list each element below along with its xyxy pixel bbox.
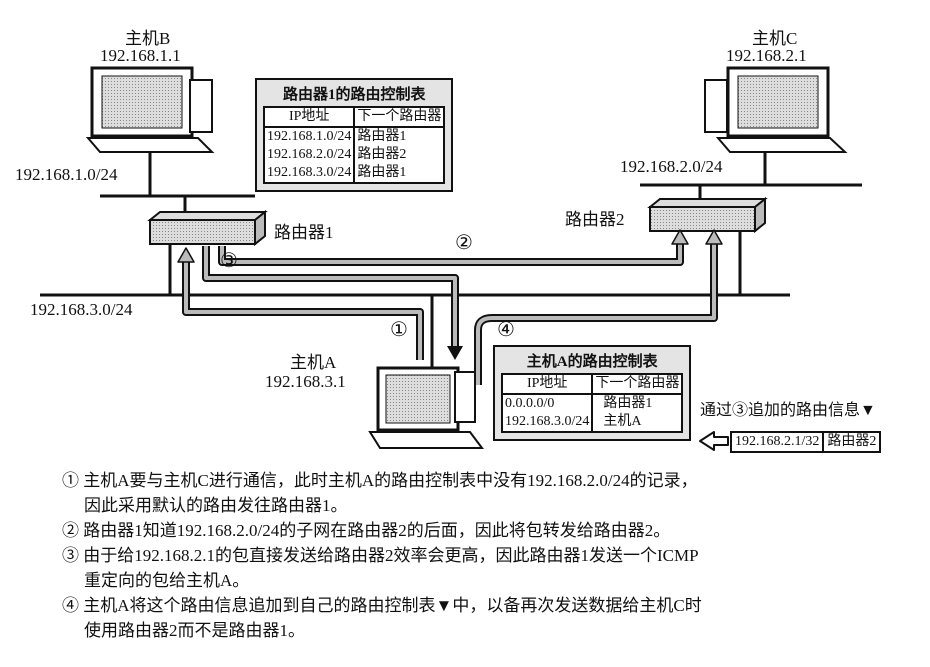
cell-ip: 192.168.3.0/24 [505, 414, 590, 429]
host-b-name: 主机B [125, 29, 171, 48]
added-route-label: 通过③追加的路由信息▼ [700, 402, 876, 419]
step-4-marker: ④ [497, 319, 515, 341]
table-title: 主机A的路由控制表 [526, 354, 658, 370]
step-1-marker: ① [390, 319, 408, 341]
note-line: 使用路由器2而不是路由器1。 [84, 621, 305, 640]
host-c-ip: 192.168.2.1 [726, 46, 807, 65]
path-step-2 [218, 229, 689, 266]
router1-label: 路由器1 [274, 223, 334, 242]
explanation-notes: ① 主机A要与主机C进行通信，此时主机A的路由控制表中没有192.168.2.0… [62, 470, 702, 645]
note-line: ① 主机A要与主机C进行通信，此时主机A的路由控制表中没有192.168.2.0… [62, 471, 698, 490]
cell-next: 路由器2 [353, 146, 445, 164]
cell-ip: 0.0.0.0/0 [505, 396, 555, 411]
host-c-name: 主机C [752, 29, 798, 48]
host-b-computer-icon [85, 66, 215, 153]
router1-icon [147, 209, 268, 247]
left-arrow-icon [699, 431, 729, 451]
added-route-next: 路由器2 [822, 433, 879, 451]
host-a-name: 主机A [290, 353, 337, 372]
column-header-next: 下一个路由器 [591, 374, 683, 395]
router2-icon [647, 196, 768, 234]
step-2-marker: ② [455, 232, 473, 254]
host-c-computer-icon [704, 66, 848, 153]
host-b-ip: 192.168.1.1 [100, 46, 181, 65]
table-title: 路由器1的路由控制表 [282, 87, 426, 103]
note-line: ② 路由器1知道192.168.2.0/24的子网在路由器2的后面，因此将包转发… [62, 521, 671, 540]
note-line: ③ 由于给192.168.2.1的包直接发送给路由器2效率会更高，因此路由器1发… [62, 546, 699, 565]
network-2-label: 192.168.2.0/24 [620, 157, 723, 176]
added-route-ip: 192.168.2.1/32 [735, 434, 820, 449]
network-lines [40, 150, 862, 370]
path-step-1 [177, 247, 424, 360]
step-3-marker: ③ [220, 250, 238, 272]
cell-next: 路由器1 [353, 127, 445, 146]
column-header-next: 下一个路由器 [353, 107, 445, 128]
cell-ip: 192.168.1.0/24 [267, 129, 352, 144]
network-3-label: 192.168.3.0/24 [30, 300, 133, 319]
cell-next: 主机A [591, 413, 683, 432]
note-2: ② 路由器1知道192.168.2.0/24的子网在路由器2的后面，因此将包转发… [62, 520, 702, 542]
column-header-ip: IP地址 [264, 107, 355, 128]
table-row: 0.0.0.0/0 路由器1 [502, 394, 683, 413]
column-header-ip: IP地址 [502, 374, 593, 395]
host-a-computer-icon [368, 366, 484, 449]
note-4: ④ 主机A将这个路由信息追加到自己的路由控制表▼中，以备再次发送数据给主机C时使… [62, 595, 702, 642]
note-3: ③ 由于给192.168.2.1的包直接发送给路由器2效率会更高，因此路由器1发… [62, 545, 702, 592]
cell-ip: 192.168.2.0/24 [267, 147, 352, 162]
network-1-label: 192.168.1.0/24 [15, 165, 118, 184]
note-line: 重定向的包给主机A。 [84, 571, 250, 590]
router2-label: 路由器2 [565, 210, 625, 229]
added-route-entry: 192.168.2.1/32 路由器2 [730, 431, 882, 453]
note-1: ① 主机A要与主机C进行通信，此时主机A的路由控制表中没有192.168.2.0… [62, 470, 702, 517]
cell-ip: 192.168.3.0/24 [267, 165, 352, 180]
cell-next: 路由器1 [353, 164, 445, 183]
path-step-3 [202, 246, 463, 360]
host-a-routing-table: 主机A的路由控制表 IP地址下一个路由器 0.0.0.0/0 路由器1 192.1… [493, 345, 692, 441]
note-line: 因此采用默认的路由发往路由器1。 [84, 496, 348, 515]
host-a-ip: 192.168.3.1 [265, 372, 346, 391]
path-step-4 [474, 229, 723, 385]
cell-next: 路由器1 [591, 394, 683, 413]
note-line: ④ 主机A将这个路由信息追加到自己的路由控制表▼中，以备再次发送数据给主机C时 [62, 596, 702, 615]
